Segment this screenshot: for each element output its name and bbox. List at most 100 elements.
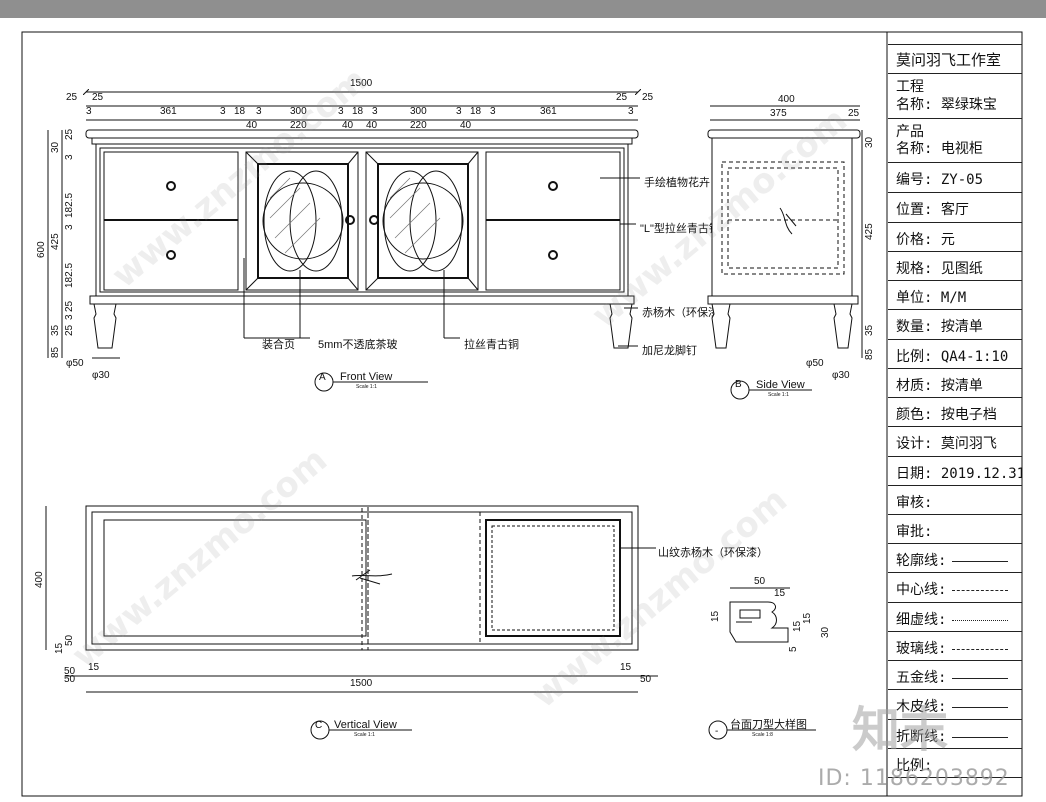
tb-project-label: 工程	[888, 73, 1022, 99]
annotation-plant-flower: 手绘植物花卉	[644, 175, 710, 189]
front-view-title: Front View	[340, 371, 392, 383]
svg-text:425: 425	[50, 233, 61, 250]
svg-text:425: 425	[864, 223, 875, 240]
sheet-border	[21, 31, 1023, 797]
svg-text:φ50: φ50	[806, 358, 824, 369]
tb-material: 材质: 按清单	[888, 368, 1022, 397]
svg-text:182.5: 182.5	[64, 263, 75, 288]
svg-text:Scale 1:1: Scale 1:1	[354, 732, 375, 738]
svg-text:15: 15	[710, 610, 721, 622]
tb-outline-line: 轮廓线:	[888, 543, 1022, 572]
side-view: 400 375 25 30 425 35 85 φ50 φ30 B Side V…	[707, 94, 875, 400]
svg-text:5: 5	[788, 646, 799, 652]
svg-text:Scale 1:8: Scale 1:8	[752, 732, 773, 738]
svg-text:25: 25	[848, 108, 860, 119]
svg-text:-: -	[715, 726, 718, 737]
svg-text:18: 18	[470, 106, 482, 117]
line-sample	[952, 706, 1009, 708]
annotation-wood: 赤杨木（环保漆）	[642, 305, 730, 319]
svg-text:35: 35	[50, 324, 61, 336]
tb-product-name: 名称: 电视柜	[896, 141, 983, 157]
svg-text:361: 361	[160, 106, 177, 117]
svg-text:25: 25	[66, 92, 78, 103]
svg-text:15: 15	[88, 662, 100, 673]
tb-approve: 审批:	[888, 514, 1022, 543]
svg-text:3: 3	[64, 154, 75, 160]
svg-text:18: 18	[352, 106, 364, 117]
svg-text:220: 220	[290, 120, 307, 131]
svg-text:C: C	[315, 720, 322, 731]
svg-text:220: 220	[410, 120, 427, 131]
svg-text:3: 3	[490, 106, 496, 117]
annotation-mountain-wood: 山纹赤杨木（环保漆）	[658, 545, 768, 559]
annotation-hinge-left: 装合页	[262, 337, 295, 351]
svg-text:φ30: φ30	[92, 370, 110, 381]
svg-text:40: 40	[246, 120, 258, 131]
svg-text:3: 3	[256, 106, 262, 117]
profile-title: 台面刀型大样图	[730, 717, 807, 731]
svg-text:A: A	[319, 372, 326, 383]
svg-text:50: 50	[64, 634, 75, 646]
svg-text:15: 15	[774, 588, 786, 599]
svg-text:40: 40	[366, 120, 378, 131]
svg-text:Scale 1:1: Scale 1:1	[356, 384, 377, 390]
vertical-view-title: Vertical View	[334, 719, 397, 731]
svg-text:B: B	[735, 379, 742, 390]
image-id: ID: 1186203892	[818, 766, 1010, 791]
svg-text:15: 15	[54, 642, 65, 654]
line-sample	[952, 677, 1009, 679]
svg-text:50: 50	[640, 674, 652, 685]
tb-color: 颜色: 按电子档	[888, 397, 1022, 426]
svg-text:3: 3	[338, 106, 344, 117]
svg-text:50: 50	[754, 576, 766, 587]
tb-hardware-line: 五金线:	[888, 660, 1022, 689]
brand-logo: 知末	[852, 702, 949, 758]
svg-text:40: 40	[342, 120, 354, 131]
svg-text:25: 25	[64, 300, 75, 312]
svg-text:15: 15	[620, 662, 632, 673]
svg-text:40: 40	[460, 120, 472, 131]
svg-text:600: 600	[36, 241, 47, 258]
svg-text:85: 85	[864, 348, 875, 360]
line-sample	[952, 560, 1009, 562]
svg-text:35: 35	[864, 324, 875, 336]
svg-text:30: 30	[820, 626, 831, 638]
tb-project-name: 名称: 翠绿珠宝	[896, 97, 997, 113]
svg-text:30: 30	[50, 141, 61, 153]
cad-drawing: 1500 25 25 25 25 3 361 3 18 3 300 3 18 3…	[21, 31, 1023, 797]
svg-text:25: 25	[92, 92, 104, 103]
tb-code: 编号: ZY-05	[888, 162, 1022, 192]
svg-text:30: 30	[864, 136, 875, 148]
front-view: 1500 25 25 25 25 3 361 3 18 3 300 3 18 3…	[36, 78, 753, 392]
tb-scale-2: 比例:	[888, 748, 1022, 778]
svg-text:15: 15	[802, 612, 813, 624]
tb-location: 位置: 客厅	[888, 192, 1022, 222]
profile-detail: 50 15 15 15 15 30 5 - 台面刀型大样图 Scale 1:8	[708, 576, 831, 740]
svg-text:25: 25	[616, 92, 628, 103]
svg-text:Scale 1:1: Scale 1:1	[768, 392, 789, 398]
tb-dashed-line: 细虚线:	[888, 602, 1022, 631]
svg-text:3: 3	[64, 224, 75, 230]
svg-text:3: 3	[372, 106, 378, 117]
tb-price: 价格: 元	[888, 222, 1022, 251]
svg-text:3: 3	[86, 106, 92, 117]
svg-text:182.5: 182.5	[64, 193, 75, 218]
svg-text:50: 50	[64, 666, 76, 677]
svg-text:25: 25	[64, 324, 75, 336]
line-sample	[952, 589, 1009, 591]
svg-text:25: 25	[64, 128, 75, 140]
svg-text:361: 361	[540, 106, 557, 117]
vertical-view: 400 15 50 山纹赤杨木（环保漆） 1500 50 15 15 50 50…	[34, 505, 768, 740]
annotation-hinge: 加尼龙脚钉	[642, 343, 697, 357]
svg-text:3: 3	[220, 106, 226, 117]
tb-product-label: 产品	[888, 118, 1022, 140]
annotation-brass: 拉丝青古铜	[464, 337, 519, 351]
svg-text:φ50: φ50	[66, 358, 84, 369]
studio-name: 莫问羽飞工作室	[888, 44, 1022, 73]
tb-date: 日期: 2019.12.31	[888, 456, 1022, 485]
svg-text:3: 3	[64, 314, 75, 320]
line-sample	[952, 736, 1009, 738]
drawing-sheet: 1500 25 25 25 25 3 361 3 18 3 300 3 18 3…	[0, 18, 1046, 802]
tb-center-line: 中心线:	[888, 572, 1022, 602]
tb-quantity: 数量: 按清单	[888, 309, 1022, 339]
